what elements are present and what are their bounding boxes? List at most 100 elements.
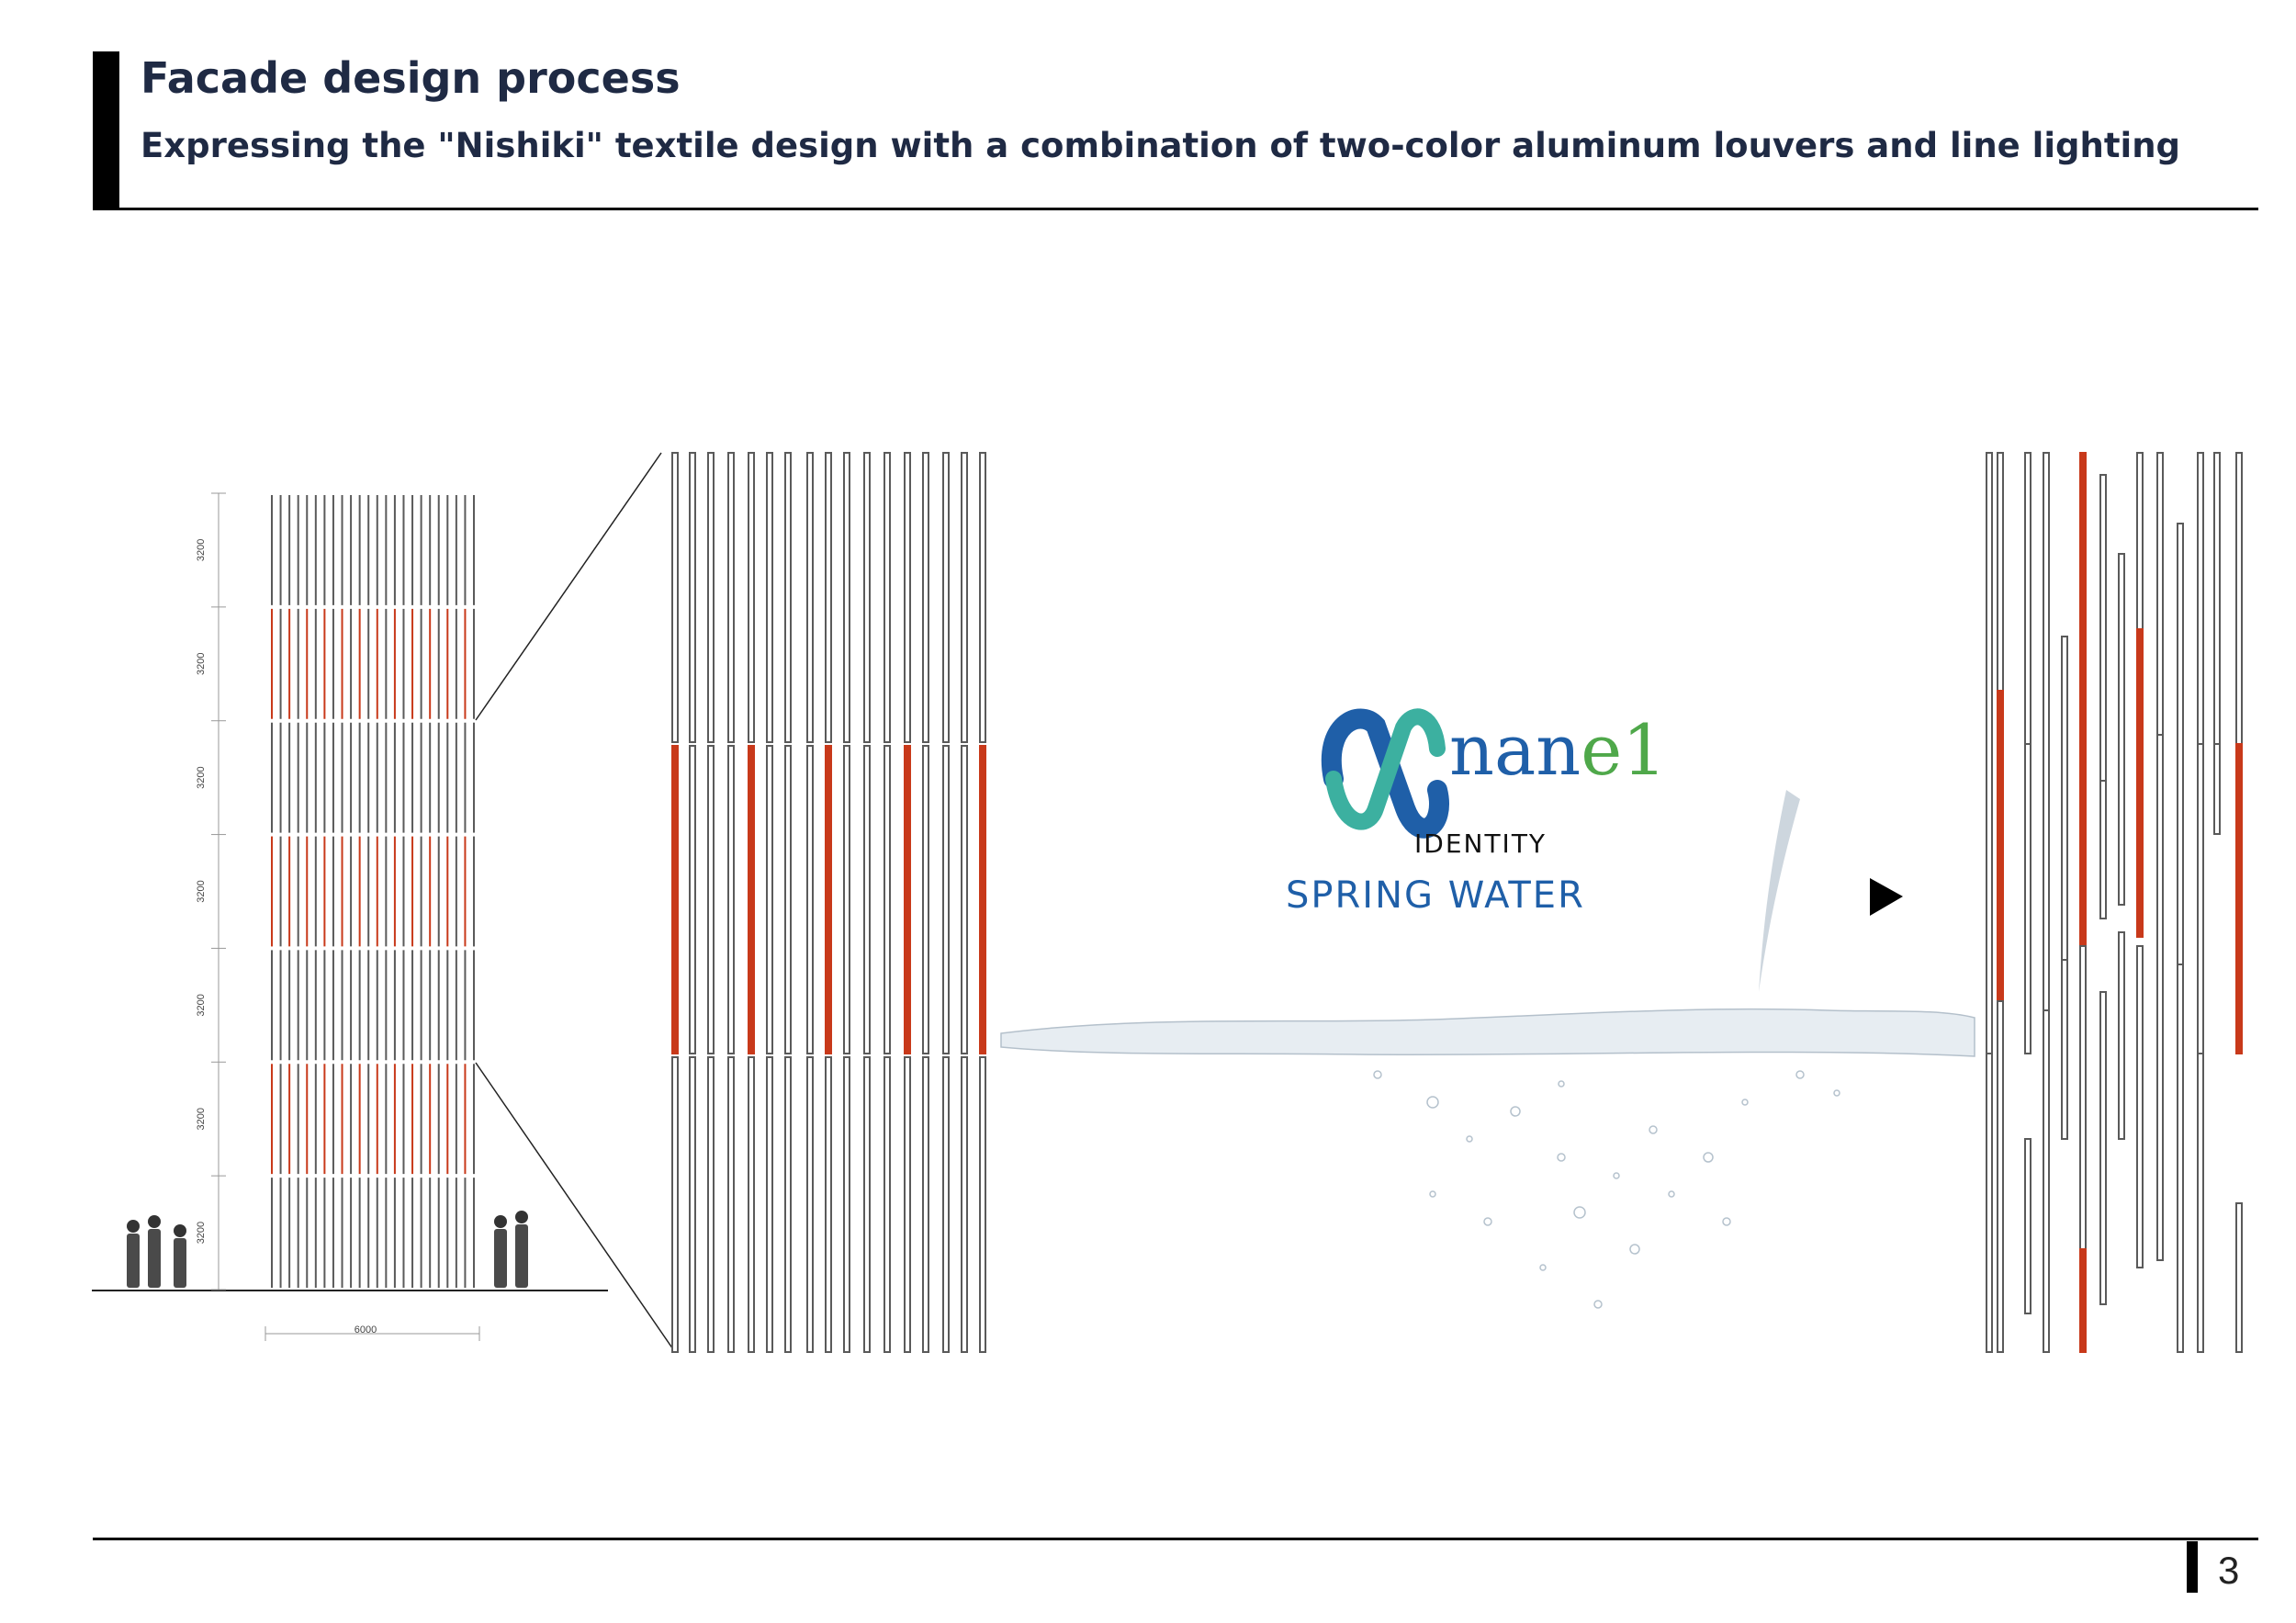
louver-lower [961, 1056, 968, 1353]
louver-segment [1986, 1053, 1993, 1353]
brand-mark-icon [1321, 708, 1449, 839]
louver-segment [2099, 780, 2107, 919]
person-head [174, 1224, 186, 1237]
louver-segment [1986, 452, 1993, 1054]
louver-segment [2024, 452, 2032, 745]
louver-upper [904, 452, 911, 743]
louver-upper [766, 452, 773, 743]
level-height-label: 3200 [196, 1222, 207, 1244]
level-height-label: 3200 [196, 880, 207, 902]
louver-lower [884, 1056, 891, 1353]
title-accent-bar [93, 51, 119, 209]
louver-middle [707, 745, 715, 1054]
water-surface [1000, 1008, 1975, 1057]
louver-upper [806, 452, 814, 743]
water-stream [1759, 790, 1800, 992]
page-title: Facade design process [141, 53, 681, 103]
identity-label: IDENTITY [1414, 828, 1547, 859]
louver-segment [2197, 1053, 2204, 1353]
louver-middle [979, 745, 986, 1054]
brand-name: nane1 [1449, 709, 1667, 791]
louver-lower [904, 1056, 911, 1353]
louver-middle [727, 745, 735, 1054]
louver-segment [2118, 931, 2125, 1140]
louver-middle [863, 745, 871, 1054]
louver-lower [727, 1056, 735, 1353]
louver-segment [2136, 628, 2144, 938]
louver-segment [2061, 959, 2068, 1140]
water-bubble [1510, 1106, 1521, 1117]
louver-lower [671, 1056, 679, 1353]
louver-result-pattern [1986, 452, 2243, 1353]
person-body [515, 1224, 528, 1288]
louver-middle [689, 745, 696, 1054]
louver-upper [825, 452, 832, 743]
louver-segment [2235, 1202, 2243, 1353]
water-bubble [1373, 1070, 1382, 1079]
callout-line-top [475, 452, 662, 721]
louver-segment [2118, 553, 2125, 906]
louver-middle [942, 745, 950, 1054]
louver-lower [843, 1056, 850, 1353]
water-bubble [1593, 1300, 1603, 1309]
louver-segment [2043, 452, 2050, 1011]
louver-segment [2079, 1248, 2087, 1353]
header-divider [93, 208, 2258, 210]
louver-segment [2079, 452, 2087, 947]
louver-upper [843, 452, 850, 743]
person-body [148, 1229, 161, 1288]
louver-upper [884, 452, 891, 743]
louver-upper [979, 452, 986, 743]
water-bubble [1649, 1125, 1658, 1134]
louver-middle [766, 745, 773, 1054]
louver-middle [784, 745, 792, 1054]
louver-upper [671, 452, 679, 743]
zoom-callout-lines [475, 452, 676, 1353]
louver-segment [2043, 1009, 2050, 1353]
product-name: SPRING WATER [1286, 874, 1585, 917]
brand-logo: nane1 IDENTITY SPRING WATER [1286, 708, 1667, 917]
louver-segment [2197, 743, 2204, 1054]
water-bubble [1722, 1217, 1731, 1226]
louver-lower [942, 1056, 950, 1353]
louver-lower [806, 1056, 814, 1353]
louver-upper [748, 452, 755, 743]
louver-segment [2177, 523, 2184, 965]
louver-middle [806, 745, 814, 1054]
louver-middle [748, 745, 755, 1054]
level-height-label: 3200 [196, 539, 207, 561]
louver-lower [748, 1056, 755, 1353]
person-body [494, 1229, 507, 1288]
louver-segment [2136, 452, 2144, 630]
water-bubble [1426, 1096, 1439, 1109]
page-number: 3 [2218, 1549, 2240, 1592]
louver-segment [1997, 690, 2004, 1002]
person-body [174, 1238, 186, 1288]
louver-segment [2213, 743, 2221, 835]
louver-lower [784, 1056, 792, 1353]
water-bubble [1668, 1190, 1675, 1198]
louver-middle [922, 745, 929, 1054]
louver-detail-enlarged [671, 452, 986, 1353]
louver-segment [2197, 452, 2204, 745]
level-height-label: 3200 [196, 994, 207, 1016]
louver-segment [2024, 743, 2032, 1054]
louver-lower [863, 1056, 871, 1353]
louver-upper [784, 452, 792, 743]
page-subtitle: Expressing the "Nishiki" textile design … [141, 126, 2181, 165]
water-bubble [1613, 1172, 1620, 1179]
louver-upper [707, 452, 715, 743]
louver-segment [2099, 991, 2107, 1305]
water-bubble [1539, 1264, 1547, 1271]
width-dimension-label: 6000 [355, 1324, 377, 1336]
louver-segment [2177, 964, 2184, 1353]
louver-segment [2079, 945, 2087, 1296]
water-bubble [1466, 1135, 1473, 1143]
water-bubble [1629, 1244, 1640, 1255]
louver-upper [727, 452, 735, 743]
water-bubble [1429, 1190, 1436, 1198]
louver-segment [2213, 452, 2221, 745]
level-height-label: 3200 [196, 1108, 207, 1130]
louver-middle [961, 745, 968, 1054]
person-head [494, 1215, 507, 1228]
